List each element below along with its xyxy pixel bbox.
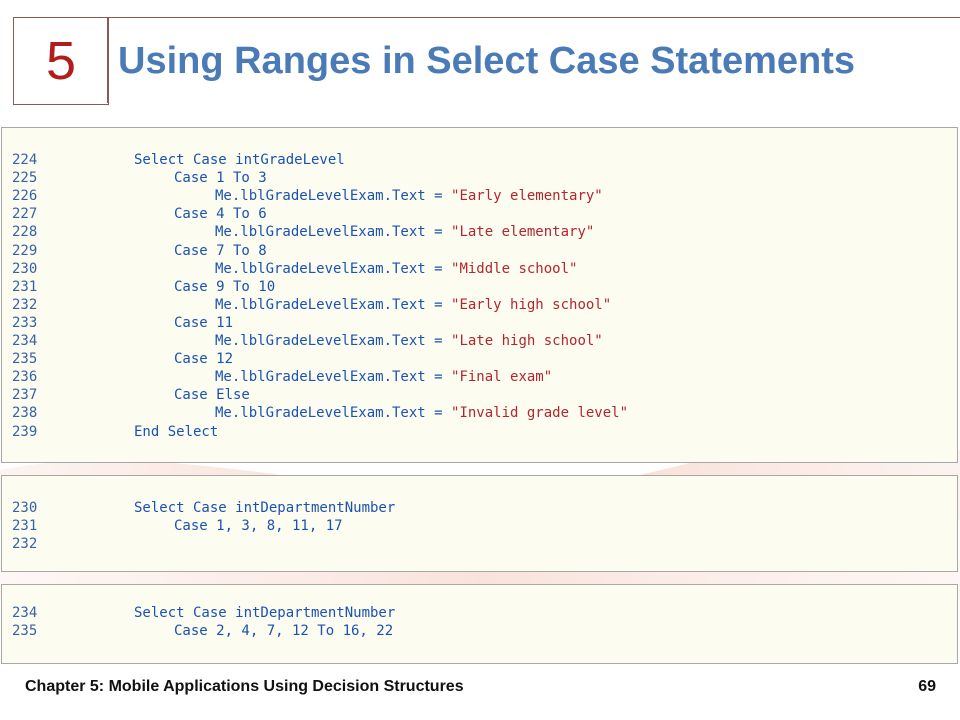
code-line: 233 Case 11 <box>2 314 957 332</box>
code-line: 232 Me.lblGradeLevelExam.Text = "Early hi… <box>2 296 957 314</box>
line-number: 231 <box>12 278 38 295</box>
code-text: Case 1 To 3 <box>174 170 267 187</box>
code-text: Case 7 To 8 <box>174 242 267 259</box>
line-number: 231 <box>12 518 38 535</box>
code-line: 224 Select Case intGradeLevel <box>2 151 957 169</box>
line-number: 230 <box>12 260 38 277</box>
line-number: 234 <box>12 605 38 621</box>
string-literal: "Late high school" <box>451 333 603 349</box>
code-text: Select Case intGradeLevel <box>134 152 345 168</box>
code-line: 229 Case 7 To 8 <box>2 242 957 260</box>
code-text: Case 2, 4, 7, 12 To 16, 22 <box>174 623 394 640</box>
line-number: 239 <box>12 423 38 440</box>
chapter-number-box: 5 <box>13 17 109 105</box>
line-number: 225 <box>12 170 38 187</box>
line-number: 228 <box>12 224 38 241</box>
line-number: 232 <box>12 296 38 313</box>
code-text: Case Else <box>174 387 250 404</box>
line-number: 233 <box>12 314 38 331</box>
line-number: 234 <box>12 333 38 349</box>
code-line: 239 End Select <box>2 423 957 441</box>
slide-title: Using Ranges in Select Case Statements <box>118 40 856 82</box>
code-text: Case 4 To 6 <box>174 206 267 223</box>
code-line: 230 Me.lblGradeLevelExam.Text = "Middle s… <box>2 260 957 278</box>
code-line: 235 Case 12 <box>2 350 957 368</box>
code-line: 231 Case 1, 3, 8, 11, 17 <box>2 517 957 535</box>
title-rule-vertical <box>107 17 108 103</box>
string-literal: "Early high school" <box>451 296 612 313</box>
line-number: 224 <box>12 152 38 168</box>
code-text: Me.lblGradeLevelExam.Text = "Final exam" <box>215 369 553 386</box>
code-line: 237 Case Else <box>2 386 957 404</box>
code-line: 234 Select Case intDepartmentNumber <box>2 604 957 622</box>
footer-chapter-text: Chapter 5: Mobile Applications Using Dec… <box>25 678 464 695</box>
code-line: 238 Me.lblGradeLevelExam.Text = "Invalid … <box>2 404 957 422</box>
code-text: Me.lblGradeLevelExam.Text = "Early eleme… <box>215 188 603 205</box>
code-line: 231 Case 9 To 10 <box>2 278 957 296</box>
page-number: 69 <box>918 678 936 695</box>
line-number: 236 <box>12 369 38 386</box>
code-line: 228 Me.lblGradeLevelExam.Text = "Late ele… <box>2 223 957 241</box>
code-text: Case 1, 3, 8, 11, 17 <box>174 518 343 535</box>
code-line: 226 Me.lblGradeLevelExam.Text = "Early el… <box>2 187 957 205</box>
code-text: End Select <box>134 423 219 440</box>
code-line: 227 Case 4 To 6 <box>2 205 957 223</box>
line-number: 235 <box>12 623 38 640</box>
code-text: Me.lblGradeLevelExam.Text = "Early high … <box>215 296 612 313</box>
line-number: 230 <box>12 500 38 516</box>
code-line: 232 <box>2 535 957 553</box>
line-number: 237 <box>12 387 38 404</box>
code-line: 234 Me.lblGradeLevelExam.Text = "Late hig… <box>2 332 957 350</box>
string-literal: "Early elementary" <box>451 188 603 205</box>
line-number: 235 <box>12 351 38 368</box>
line-number: 227 <box>12 206 38 223</box>
code-line: 225 Case 1 To 3 <box>2 169 957 187</box>
line-number: 238 <box>12 405 38 422</box>
code-text: Case 12 <box>174 351 234 368</box>
string-literal: "Invalid grade level" <box>451 405 629 422</box>
code-text: Case 9 To 10 <box>174 278 276 295</box>
code-panel-department-range: 234 Select Case intDepartmentNumber 235 Cas… <box>1 584 958 664</box>
code-panel-grade-level: 224 Select Case intGradeLevel 225 Case 1 To… <box>1 127 958 463</box>
line-number: 229 <box>12 242 38 259</box>
code-text: Select Case intDepartmentNumber <box>134 605 396 621</box>
code-line: 236 Me.lblGradeLevelExam.Text = "Final ex… <box>2 368 957 386</box>
title-rule-horizontal <box>107 17 960 18</box>
string-literal: "Final exam" <box>451 369 553 386</box>
code-text: Me.lblGradeLevelExam.Text = "Invalid gra… <box>215 405 629 422</box>
code-text: Select Case intDepartmentNumber <box>134 500 396 516</box>
code-panel-department-list: 230 Select Case intDepartmentNumber 231 Cas… <box>1 475 958 572</box>
line-number: 232 <box>12 536 38 553</box>
code-text: Me.lblGradeLevelExam.Text = "Late high s… <box>215 333 603 349</box>
code-text: Me.lblGradeLevelExam.Text = "Middle scho… <box>215 260 578 277</box>
code-line: 235 Case 2, 4, 7, 12 To 16, 22 <box>2 622 957 640</box>
string-literal: "Late elementary" <box>451 224 595 241</box>
code-text: Me.lblGradeLevelExam.Text = "Late elemen… <box>215 224 595 241</box>
code-text: Case 11 <box>174 314 234 331</box>
string-literal: "Middle school" <box>451 260 578 277</box>
code-line: 230 Select Case intDepartmentNumber <box>2 499 957 517</box>
line-number: 226 <box>12 188 38 205</box>
